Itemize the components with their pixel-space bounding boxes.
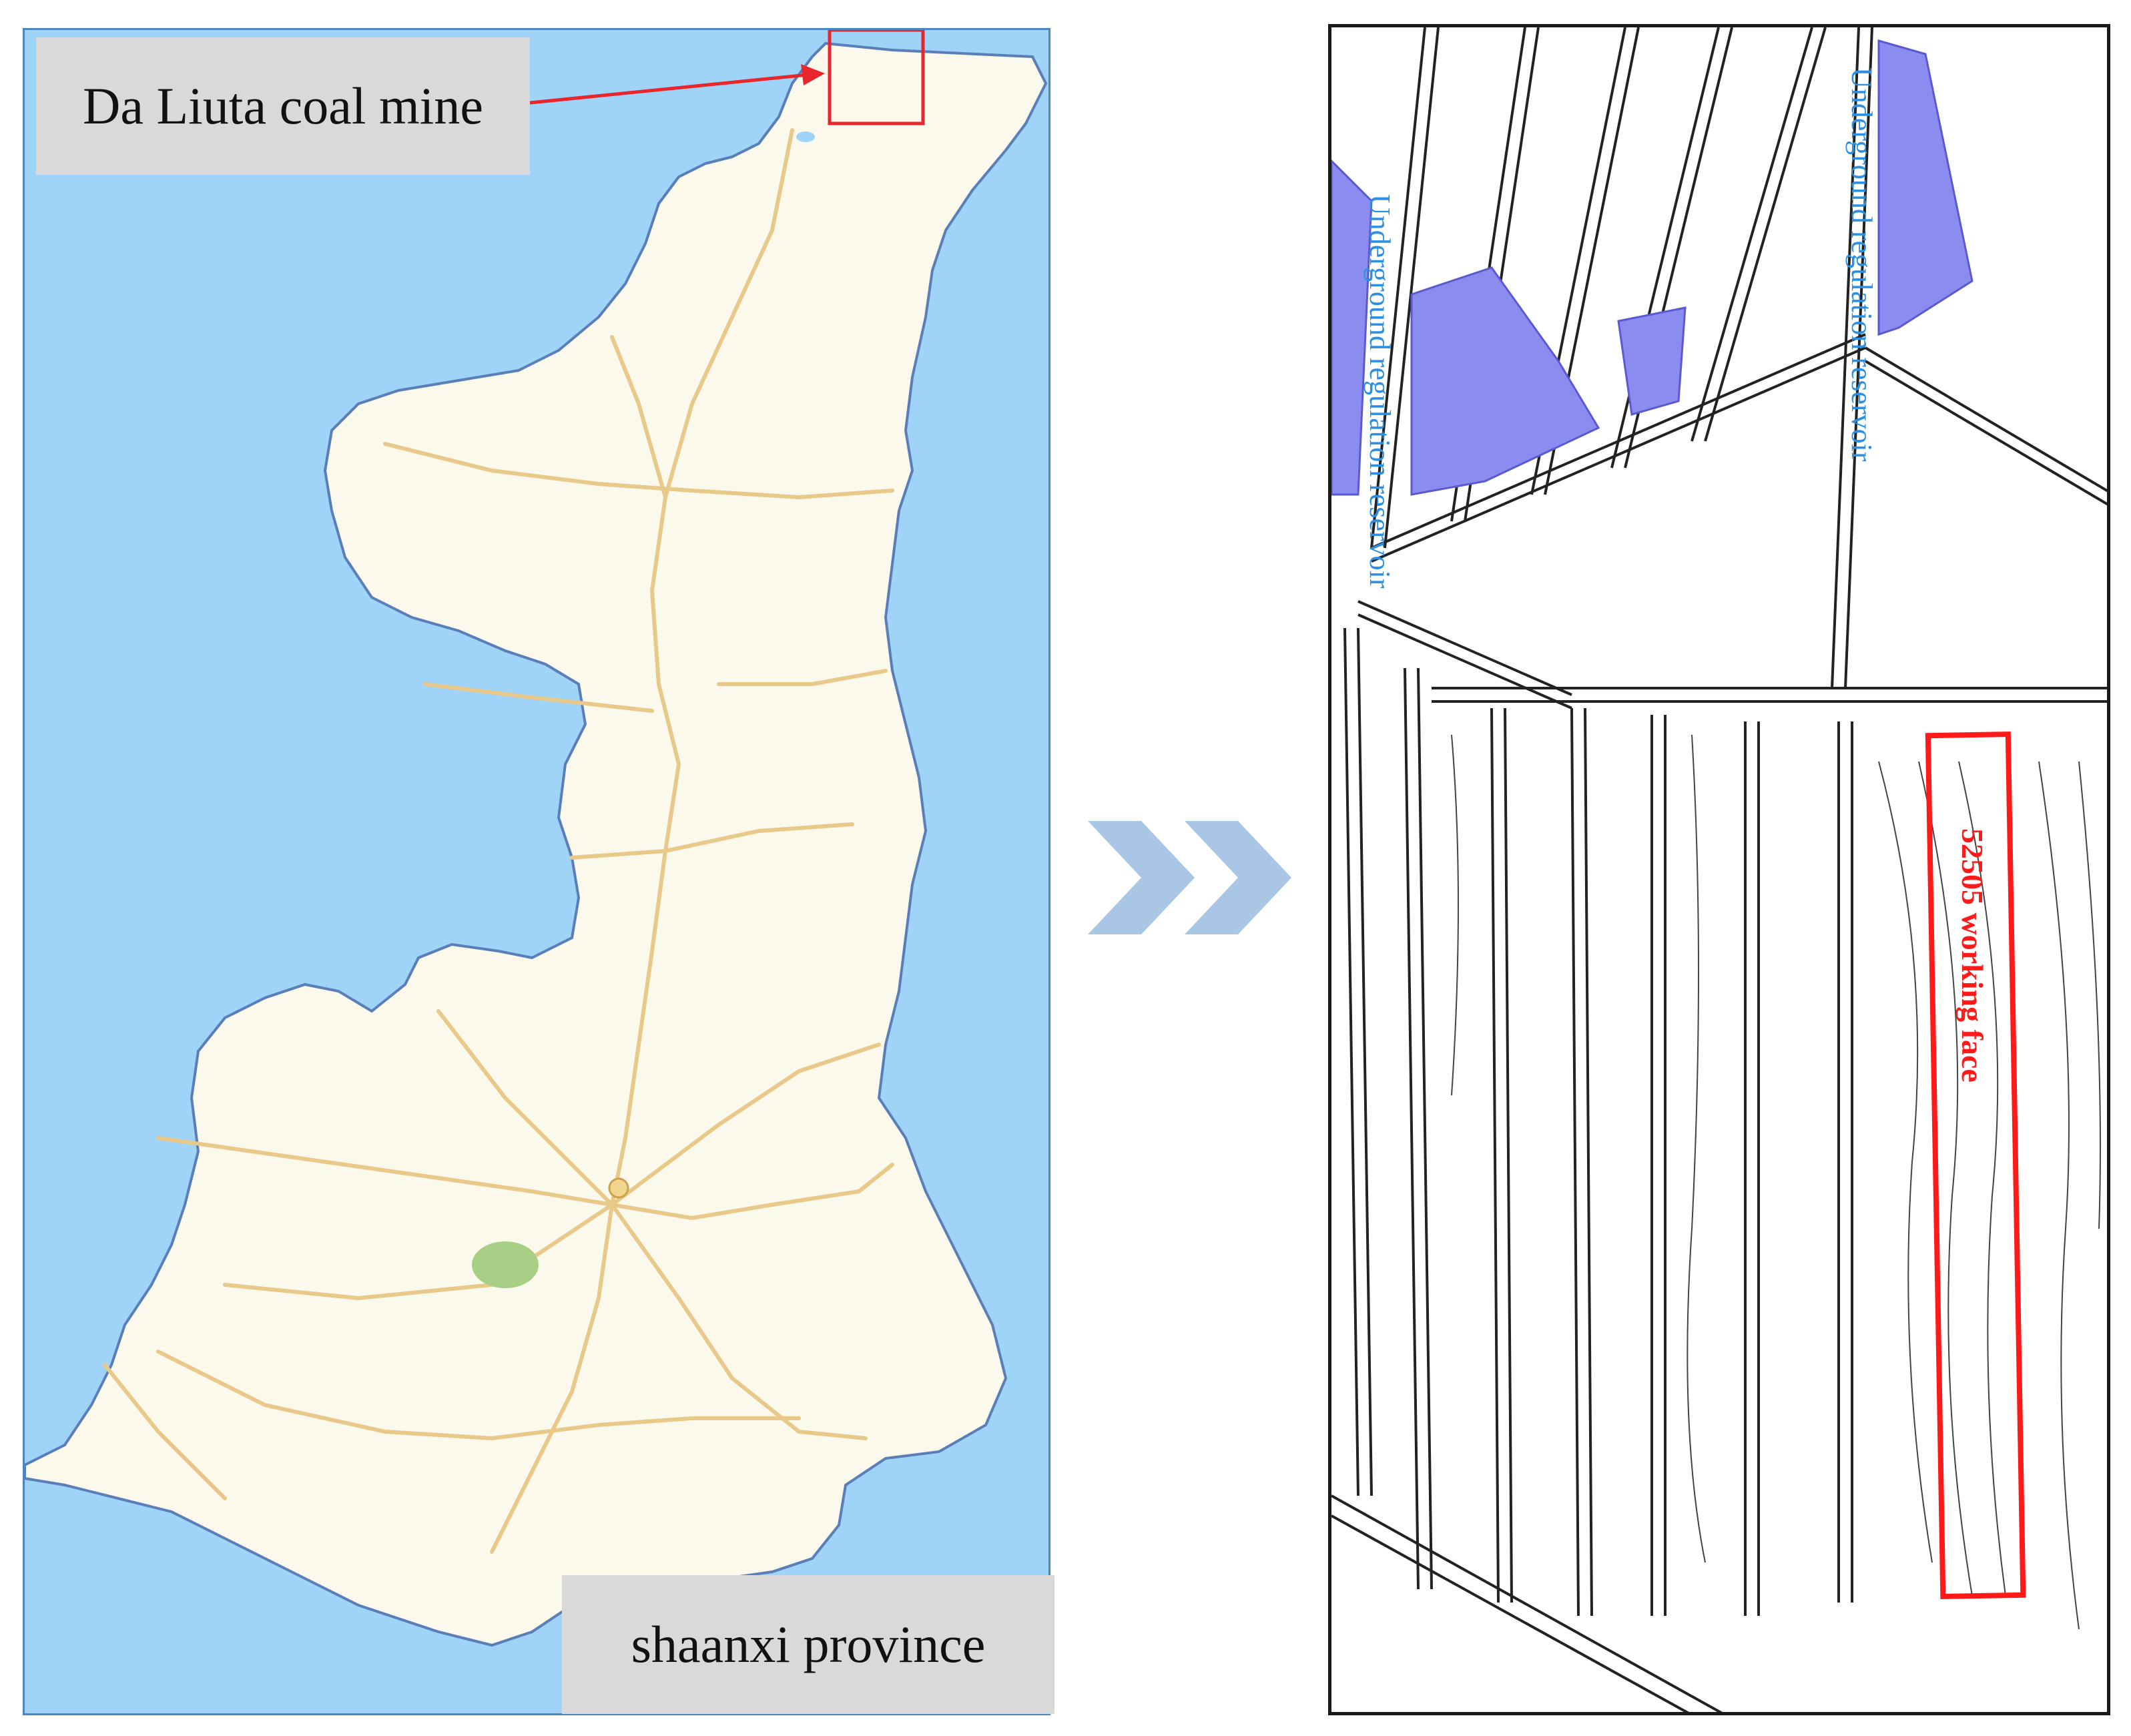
- plan-canvas: Underground regulation reservoir Undergr…: [1331, 27, 2107, 1712]
- lake: [796, 131, 815, 142]
- shaanxi-map: [23, 28, 1050, 1715]
- working-face-outline: [1925, 731, 2026, 1600]
- forest-area: [472, 1241, 539, 1288]
- reservoir-label-left: Underground regulation reservoir: [1363, 194, 1396, 589]
- road-network: [103, 128, 894, 1554]
- roadway-lines: [1331, 27, 2107, 1712]
- mine-plan-drawing: Underground regulation reservoir Undergr…: [1328, 24, 2110, 1715]
- contour-lines: [1451, 734, 2101, 1630]
- working-face-label: 52505 working face: [1955, 828, 1990, 1083]
- reservoir-areas: [1331, 39, 1973, 496]
- coal-mine-highlight-box: [828, 30, 925, 125]
- reservoir-label-right: Underground regulation reservoir: [1845, 67, 1878, 462]
- province-landmass: [25, 41, 1048, 1647]
- double-chevron-right-icon: [1088, 821, 1291, 934]
- map-canvas: [25, 30, 1048, 1647]
- capital-city-marker: [608, 1177, 629, 1199]
- coal-mine-label: Da Liuta coal mine: [36, 37, 530, 175]
- province-label: shaanxi province: [562, 1575, 1054, 1714]
